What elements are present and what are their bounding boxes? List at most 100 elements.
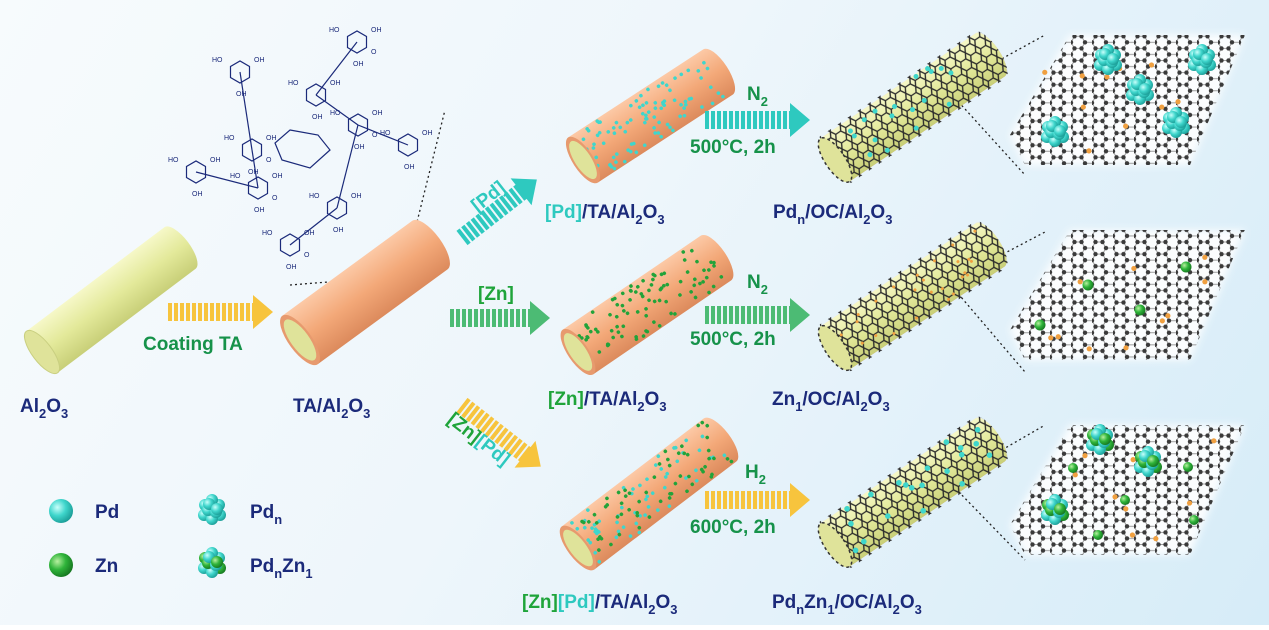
bond: [289, 207, 338, 246]
atom-label: HO: [309, 193, 320, 200]
zn-atom: [637, 499, 641, 504]
zn-atom: [634, 337, 639, 341]
carbon-shell: [819, 31, 1008, 184]
zn-atom: [647, 515, 652, 519]
zn-atom: [620, 334, 624, 339]
pdnzn1-cluster-icon: [198, 547, 226, 578]
dopant-site: [963, 271, 967, 275]
pd-atom: [644, 101, 649, 105]
zn-atom: [710, 472, 714, 477]
label-zn1-oc-al2o3-part: 3: [882, 399, 889, 414]
label-ta-al2o3-part: O: [348, 396, 363, 417]
atomic-structure-panels: [1010, 35, 1245, 555]
pd-atom: [582, 525, 587, 530]
label-pd-ta-al2o3-part: O: [643, 202, 658, 223]
pd-atom: [606, 130, 611, 134]
zn-atom: [667, 496, 672, 500]
pd-atom: [595, 119, 600, 123]
atom-label: OH: [351, 193, 362, 200]
pdzn-cluster: [1134, 446, 1162, 477]
zn-atom: [596, 537, 600, 541]
pd-atom: [721, 94, 725, 99]
pd-atom: [659, 106, 664, 111]
zn-atom: [584, 337, 588, 342]
pd-atom: [575, 526, 580, 531]
dotted-line: [949, 424, 1046, 481]
pd-atom: [597, 559, 602, 564]
label-zn1-oc-al2o3-part: /OC/Al: [802, 389, 860, 410]
dopant-site: [933, 259, 937, 263]
n-dopant-atom: [1165, 313, 1171, 319]
zn-atom: [659, 272, 664, 277]
arrow-n2-row2: [705, 298, 810, 332]
pdzn-cluster: [974, 426, 981, 433]
atom-label: O: [371, 49, 377, 56]
zn-atom: [585, 335, 589, 339]
pd-atom: [679, 102, 683, 107]
zn-atom: [729, 459, 734, 464]
bond: [336, 124, 359, 209]
zn-atom: [635, 513, 640, 518]
zn-atom: [623, 488, 627, 493]
pd-atom: [593, 550, 598, 555]
alumina-core: [283, 319, 317, 361]
zn-atom: [644, 490, 649, 495]
zn-atom: [644, 329, 648, 333]
benzene-ring: [229, 60, 251, 84]
legend-zn: Zn: [95, 556, 118, 577]
n-dopant-atom: [1123, 123, 1129, 129]
pd-atom: [625, 120, 630, 125]
n-dopant-atom: [1104, 74, 1110, 80]
zn-atom: [668, 491, 672, 496]
pd-cluster: [892, 103, 898, 109]
atom-label: HO: [329, 27, 340, 34]
label-al2o3: Al2O3: [20, 396, 68, 421]
zn-atom: [725, 457, 730, 461]
pd-atom: [696, 69, 701, 73]
zn-atom: [704, 275, 709, 280]
pd-atom: [710, 101, 715, 106]
label-zn1-oc-al2o3-part: O: [868, 389, 883, 410]
n-dopant-atom: [1130, 457, 1136, 463]
dopant-site: [966, 273, 970, 277]
pd-atom: [665, 471, 669, 476]
label-zn1-oc-al2o3-part: 2: [860, 399, 867, 414]
pd-atom: [671, 128, 675, 133]
pdzn-cluster: [861, 538, 867, 545]
zn-atom: [641, 278, 645, 283]
pd-atom: [591, 146, 596, 150]
pd-atom: [683, 99, 688, 104]
pd-atom: [678, 114, 682, 119]
zn-atom: [616, 330, 621, 334]
benzene-ring: [185, 160, 207, 184]
pd-cluster: [913, 73, 919, 79]
atom-label: OH: [354, 144, 365, 151]
pd-cluster: [861, 117, 867, 123]
pd-atom: [594, 155, 599, 160]
n-dopant-atom: [1086, 346, 1092, 352]
pd-atom: [570, 521, 574, 525]
zn-atom: [651, 272, 656, 277]
pd-atom: [675, 459, 680, 464]
dopant-site: [874, 299, 878, 303]
pdzn-cluster: [959, 481, 965, 487]
zn-atom: [666, 457, 670, 462]
pdzn-cluster: [1041, 494, 1069, 525]
pd-atom: [644, 497, 648, 502]
n-dopant-atom: [1077, 279, 1083, 285]
atom-label: OH: [333, 227, 344, 234]
pd-atom: [644, 117, 648, 121]
label-coating-ta: Coating TA: [143, 334, 243, 355]
pd-atom: [702, 60, 706, 65]
zn-atom: [707, 456, 711, 461]
label-pdnzn1-oc-al2o3-part: n: [796, 602, 804, 617]
atom-label: OH: [272, 173, 283, 180]
pdzn-cluster: [986, 452, 993, 458]
dopant-site: [856, 313, 860, 317]
pd-atom: [672, 98, 677, 103]
zn-atom: [705, 435, 710, 440]
pd-atom: [594, 531, 599, 536]
atom-label: OH: [248, 169, 259, 176]
zn-single-atom: [1180, 261, 1192, 273]
legend-pd: Pd: [95, 502, 119, 523]
